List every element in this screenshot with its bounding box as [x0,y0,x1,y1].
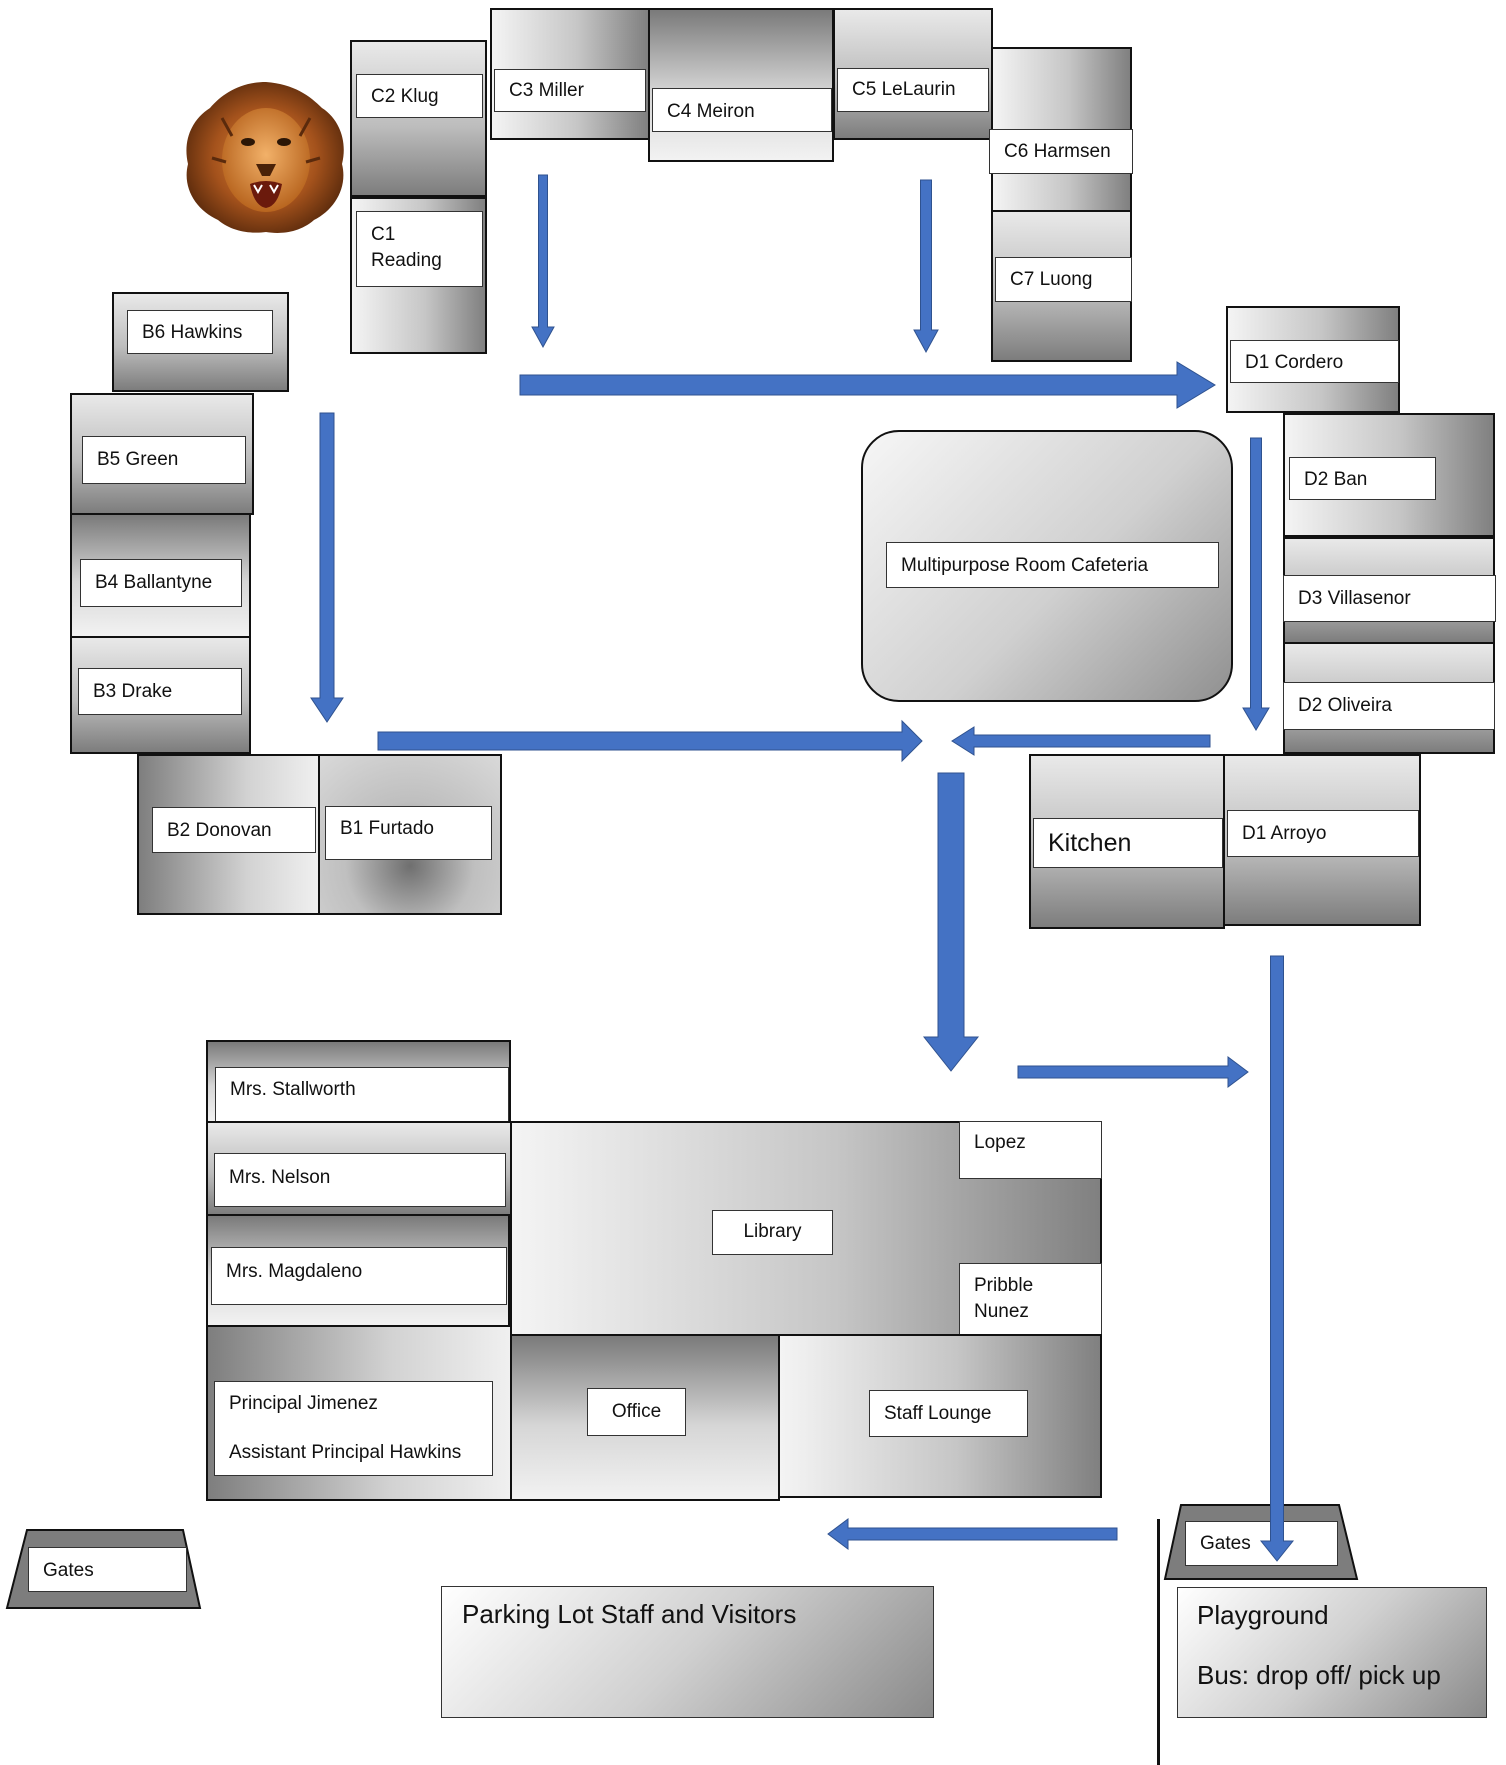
room-d1-cordero-label: D1 Cordero [1230,340,1399,383]
arrow-to-d-wing [519,361,1216,409]
room-c3: C3 Miller [490,8,650,140]
nunez-name: Nunez [974,1301,1029,1322]
room-lopez-label: Lopez [959,1121,1102,1179]
arrow-d-wing-down [1242,437,1270,731]
room-stallworth-label: Mrs. Stallworth [215,1067,509,1125]
room-c6-label: C6 Harmsen [989,129,1133,174]
room-b5-label: B5 Green [82,436,246,484]
room-c1-label: C1 Reading [356,211,483,287]
lion-head-icon [186,82,344,233]
playground-label: Playground [1197,1600,1329,1630]
gates-right-label: Gates [1185,1521,1338,1566]
arrow-to-gates [1259,955,1295,1562]
room-magdaleno-label: Mrs. Magdaleno [211,1247,507,1305]
cafeteria-label: Multipurpose Room Cafeteria [886,542,1219,588]
room-b3-label: B3 Drake [78,668,242,715]
arrow-c3-down [531,174,555,349]
room-c5-label: C5 LeLaurin [837,68,989,112]
cafeteria: Multipurpose Room Cafeteria [861,430,1233,702]
room-d3: D3 Villasenor [1283,537,1496,644]
room-d3-label: D3 Villasenor [1283,575,1496,622]
room-b1: B1 Furtado [318,754,502,915]
room-c1: C1 Reading [350,197,487,354]
room-d1-arroyo: D1 Arroyo [1223,754,1421,926]
room-b6: B6 Hawkins [112,292,289,392]
pribble-name: Pribble [974,1275,1034,1296]
room-c2-label: C2 Klug [356,74,483,118]
gates-left-label: Gates [28,1547,187,1592]
room-b2: B2 Donovan [137,754,321,915]
room-d1-cordero: D1 Cordero [1226,306,1400,413]
room-b4-label: B4 Ballantyne [80,559,242,607]
arrow-b-wing-down [310,412,344,723]
room-d1-arroyo-label: D1 Arroyo [1227,810,1419,857]
room-library: Library Lopez Pribble Nunez [510,1121,1102,1337]
arrow-c5-down [913,179,939,354]
room-principal-label: Principal Jimenez Assistant Principal Ha… [214,1381,493,1476]
room-staff-lounge-label: Staff Lounge [869,1390,1028,1437]
room-staff-lounge: Staff Lounge [778,1334,1102,1498]
room-b5: B5 Green [70,393,254,515]
room-office-label: Office [587,1388,686,1436]
room-d2-ban-label: D2 Ban [1289,457,1436,500]
room-b2-label: B2 Donovan [152,807,316,853]
room-b1-label: B1 Furtado [325,806,492,860]
arrow-to-playground [1017,1056,1249,1088]
room-c2: C2 Klug [350,40,487,197]
room-d2-ban: D2 Ban [1283,413,1495,537]
room-c1-label-line1: C1 [371,224,396,245]
assistant-principal-name: Assistant Principal Hawkins [229,1442,462,1463]
room-c7-label: C7 Luong [995,257,1132,302]
room-office: Office [510,1334,780,1501]
room-kitchen: Kitchen [1029,754,1225,929]
room-nelson: Mrs. Nelson [206,1121,512,1216]
room-c1-label-line2: Reading [371,250,442,271]
room-kitchen-label: Kitchen [1033,818,1223,868]
room-c5: C5 LeLaurin [833,8,993,140]
room-b3: B3 Drake [70,636,251,754]
parking-lot: Parking Lot Staff and Visitors [441,1586,934,1718]
room-d2-oliveira: D2 Oliveira [1283,642,1495,754]
parking-lot-label: Parking Lot Staff and Visitors [462,1599,797,1629]
room-c4-label: C4 Meiron [652,88,832,132]
playground: Playground Bus: drop off/ pick up [1177,1587,1487,1718]
arrow-center-down [922,772,980,1072]
room-library-label: Library [712,1210,833,1255]
room-b4: B4 Ballantyne [70,513,251,638]
bus-label: Bus: drop off/ pick up [1197,1660,1441,1690]
room-c6: C6 Harmsen [989,47,1133,212]
arrow-d-to-center [951,726,1211,756]
room-c3-label: C3 Miller [494,69,646,112]
room-nelson-label: Mrs. Nelson [214,1153,506,1207]
room-d2-oliveira-label: D2 Oliveira [1283,682,1495,730]
arrow-b-to-center [377,719,923,763]
room-c7: C7 Luong [991,210,1132,362]
principal-name: Principal Jimenez [229,1393,378,1414]
room-c4: C4 Meiron [648,8,834,162]
boundary-line [1157,1519,1160,1765]
room-principal: Principal Jimenez Assistant Principal Ha… [206,1325,513,1501]
room-b6-label: B6 Hawkins [127,310,273,354]
arrow-to-parking [827,1518,1118,1550]
